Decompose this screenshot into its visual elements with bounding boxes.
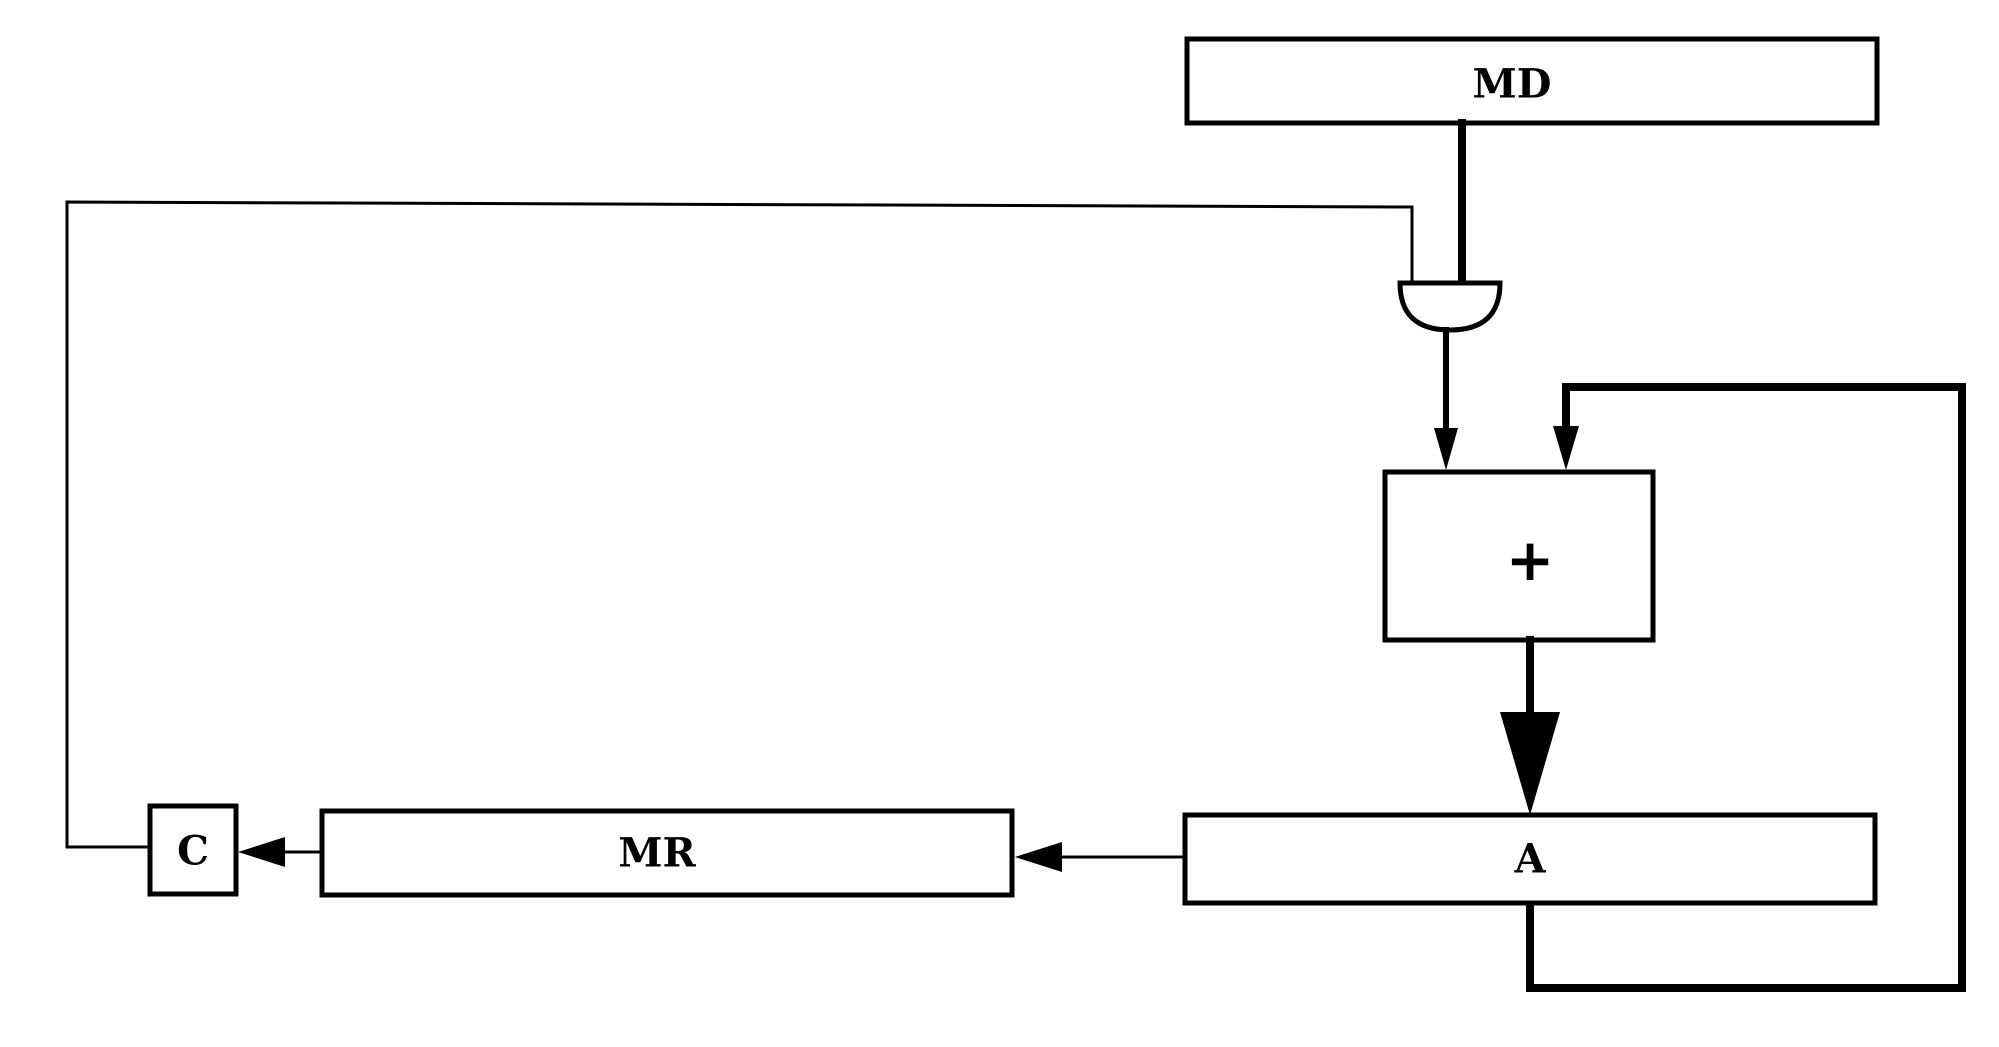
c-register: C [147,803,239,897]
c-register-label: C [177,828,209,875]
a-to-adder-feedback-bus [1526,383,1966,992]
mr-register-label: MR [618,830,696,877]
gate-to-adder-arrowhead [1434,428,1458,470]
adder-box: + [1382,469,1656,643]
md-register: MD [1184,36,1880,126]
a-register: A [1182,812,1878,906]
adder-plus-icon: + [1506,526,1555,594]
c-feedback-control-line [65,200,1414,849]
and-gate [1397,280,1503,333]
md-register-label: MD [1473,61,1552,108]
adder-to-a-arrowhead [1500,712,1560,815]
a-register-label: A [1513,836,1546,883]
mr-to-c-arrowhead [238,837,285,867]
feedback-arrowhead [1553,426,1579,470]
mr-register: MR [319,808,1015,898]
a-to-mr-arrowhead [1015,842,1062,872]
